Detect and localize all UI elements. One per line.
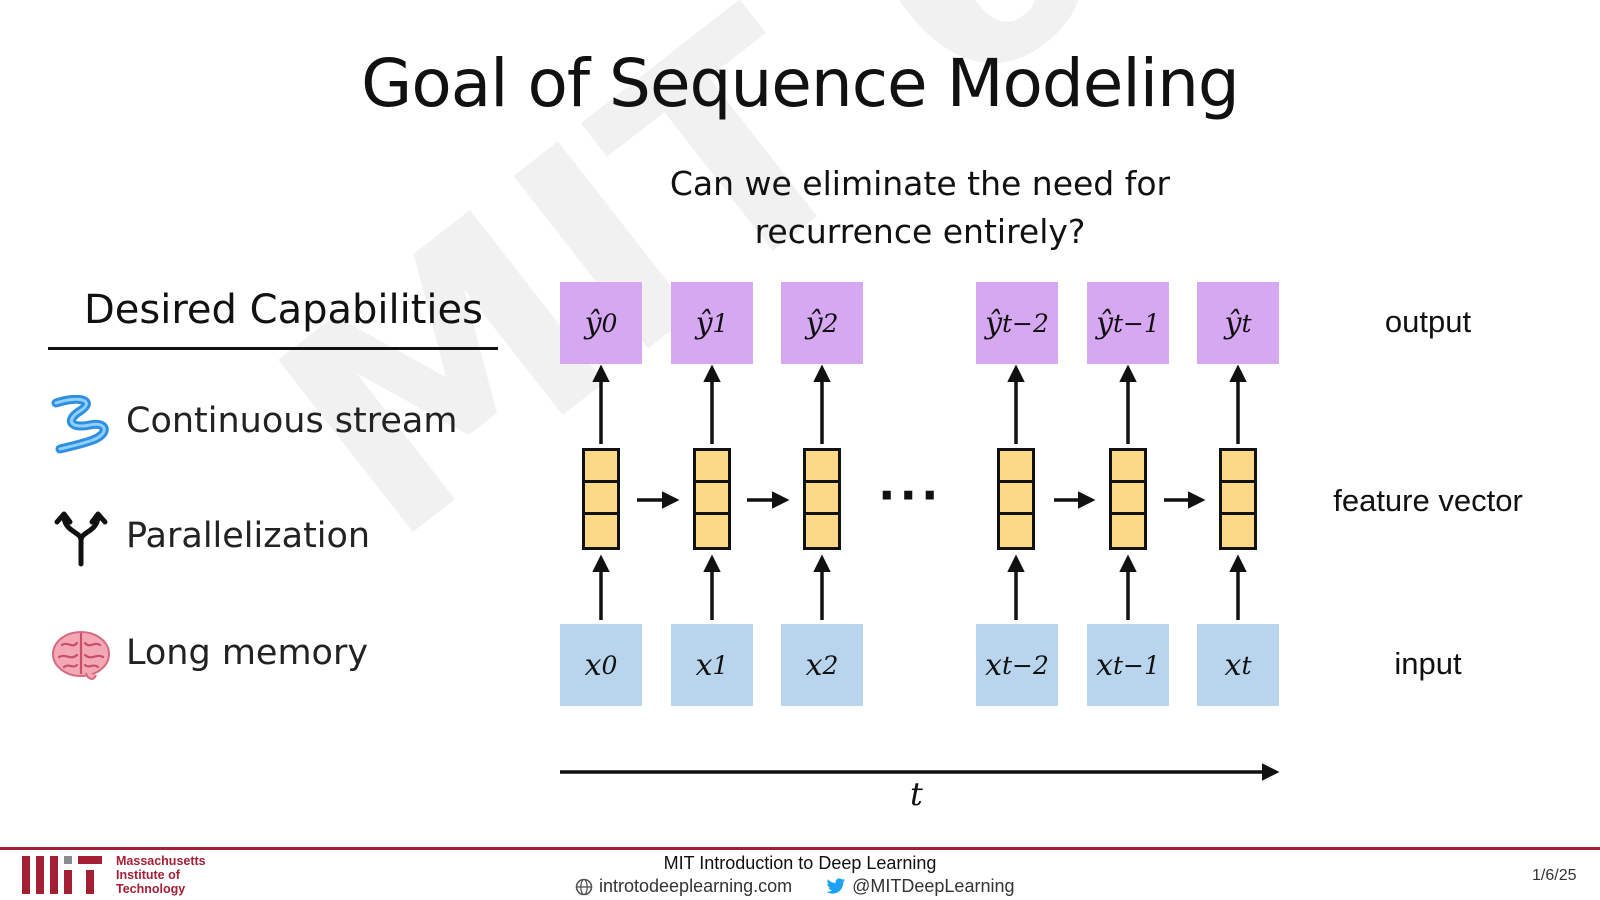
slide-subtitle: Can we eliminate the need for recurrence…	[669, 164, 1171, 251]
fork-arrows-icon	[50, 508, 112, 568]
twitter-bird-icon	[826, 878, 846, 894]
label-input: input	[1394, 646, 1462, 681]
globe-icon	[575, 878, 593, 895]
capabilities-divider	[48, 347, 498, 350]
capability-parallelization: Parallelization	[126, 516, 371, 556]
institution-name: Massachusetts Institute of Technology	[116, 854, 206, 896]
capability-long-memory: Long memory	[126, 633, 369, 673]
course-name: MIT Introduction to Deep Learning	[663, 853, 937, 873]
stream-icon	[50, 394, 112, 455]
capabilities-heading: Desired Capabilities	[84, 287, 483, 333]
footer-links: introtodeeplearning.com @MITDeepLearning	[575, 876, 1014, 897]
ellipsis: ···	[878, 468, 943, 522]
feature-vector	[582, 448, 620, 550]
slide-title: Goal of Sequence Modeling	[361, 45, 1240, 122]
capability-continuous-stream: Continuous stream	[126, 401, 458, 441]
feature-vector	[997, 448, 1035, 550]
website-link[interactable]: introtodeeplearning.com	[599, 876, 793, 896]
feature-vector	[803, 448, 841, 550]
label-output: output	[1384, 304, 1472, 339]
mit-logo	[22, 856, 102, 899]
twitter-handle[interactable]: @MITDeepLearning	[852, 876, 1015, 896]
slide-date: 1/6/25	[1532, 867, 1577, 884]
brain-icon	[50, 625, 112, 685]
footer-divider	[0, 847, 1600, 850]
feature-vector	[1219, 448, 1257, 550]
feature-vector	[1109, 448, 1147, 550]
time-axis-label: t	[910, 775, 923, 813]
feature-vector	[693, 448, 731, 550]
label-feature-vector: feature vector	[1333, 483, 1523, 518]
